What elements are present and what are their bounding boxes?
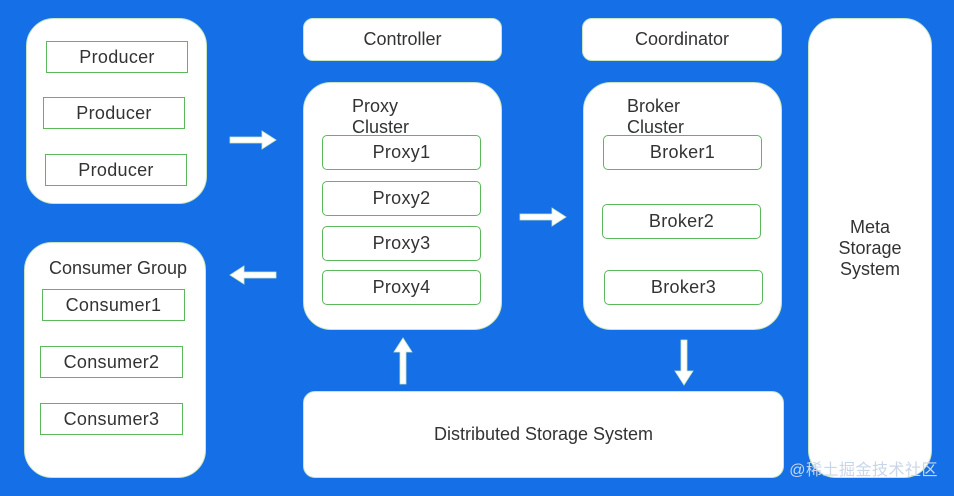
proxy-cluster-title-line2: Cluster [352,117,410,137]
broker-box-3: Broker3 [604,270,763,305]
arrow-producers-to-proxy [229,130,277,150]
proxy-box-1: Proxy1 [322,135,481,170]
controller-box: Controller [303,18,502,61]
meta-storage-panel [808,18,932,478]
producer-box-3: Producer [45,154,187,186]
arrow-proxy-to-consumers [229,265,277,285]
broker-box-2: Broker2 [602,204,761,239]
consumer-box-3: Consumer3 [40,403,183,435]
consumer-box-2: Consumer2 [40,346,183,378]
meta-storage-line2: Storage [838,238,902,258]
proxy-box-2: Proxy2 [322,181,481,216]
broker-cluster-title-line1: Broker [627,96,681,116]
broker-box-1: Broker1 [603,135,762,170]
coordinator-box: Coordinator [582,18,782,61]
meta-storage-line1: Meta [849,217,891,237]
broker-cluster-title-line2: Cluster [627,117,685,137]
arrow-broker-to-storage [674,339,694,386]
proxy-cluster-title-line1: Proxy [352,96,399,116]
meta-storage-line3: System [839,259,900,279]
watermark-text: @稀土掘金技术社区 [789,462,938,479]
arrow-storage-to-proxy [393,337,413,385]
producer-box-2: Producer [43,97,185,129]
consumer-group-title: Consumer Group [49,258,188,278]
consumer-box-1: Consumer1 [42,289,185,321]
proxy-box-3: Proxy3 [322,226,481,261]
arrow-proxy-to-broker [519,207,567,227]
proxy-box-4: Proxy4 [322,270,481,305]
producer-box-1: Producer [46,41,188,73]
distributed-storage-box: Distributed Storage System [303,391,784,478]
